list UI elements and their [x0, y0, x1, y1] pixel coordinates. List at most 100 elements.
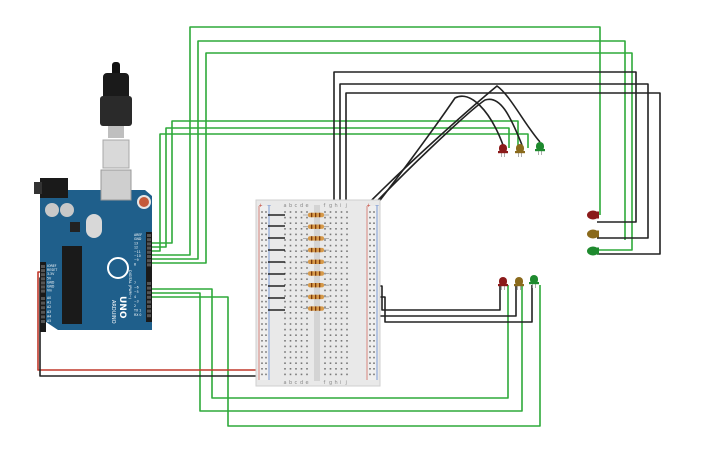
- breadboard-hole[interactable]: [300, 289, 303, 292]
- breadboard-hole[interactable]: [369, 345, 371, 348]
- breadboard-hole[interactable]: [369, 256, 371, 258]
- header-pin[interactable]: [147, 282, 151, 285]
- breadboard-hole[interactable]: [284, 334, 286, 336]
- breadboard-hole[interactable]: [284, 317, 286, 320]
- breadboard-hole[interactable]: [346, 368, 348, 370]
- header-pin[interactable]: [41, 273, 45, 277]
- breadboard-hole[interactable]: [289, 256, 292, 258]
- breadboard-hole[interactable]: [306, 289, 308, 292]
- breadboard-hole[interactable]: [329, 295, 332, 297]
- breadboard-hole[interactable]: [369, 211, 371, 213]
- breadboard-hole[interactable]: [335, 216, 337, 219]
- breadboard-hole[interactable]: [324, 323, 326, 325]
- breadboard-hole[interactable]: [261, 373, 263, 376]
- breadboard-hole[interactable]: [265, 351, 267, 353]
- breadboard-hole[interactable]: [295, 261, 297, 264]
- breadboard-hole[interactable]: [284, 267, 286, 269]
- breadboard-hole[interactable]: [265, 312, 267, 314]
- breadboard-hole[interactable]: [284, 278, 286, 280]
- breadboard-hole[interactable]: [340, 356, 343, 359]
- breadboard-hole[interactable]: [306, 278, 308, 280]
- breadboard-hole[interactable]: [306, 362, 308, 364]
- breadboard-hole[interactable]: [289, 228, 292, 230]
- breadboard-hole[interactable]: [284, 362, 286, 364]
- wire-green-3[interactable]: [152, 52, 633, 264]
- breadboard-hole[interactable]: [346, 239, 348, 241]
- breadboard-hole[interactable]: [295, 289, 297, 292]
- breadboard-hole[interactable]: [295, 323, 297, 325]
- breadboard-hole[interactable]: [340, 351, 343, 353]
- breadboard-hole[interactable]: [373, 233, 375, 236]
- breadboard-hole[interactable]: [261, 261, 263, 264]
- breadboard-hole[interactable]: [340, 345, 343, 348]
- breadboard-hole[interactable]: [295, 373, 297, 376]
- breadboard-hole[interactable]: [369, 267, 371, 269]
- breadboard-hole[interactable]: [306, 306, 308, 308]
- breadboard-hole[interactable]: [373, 328, 375, 331]
- breadboard-hole[interactable]: [346, 228, 348, 230]
- breadboard-hole[interactable]: [329, 356, 332, 359]
- breadboard-hole[interactable]: [261, 216, 263, 219]
- wire-green-1[interactable]: [152, 26, 601, 256]
- wire-black-1[interactable]: [333, 71, 637, 265]
- breadboard-hole[interactable]: [261, 222, 263, 224]
- breadboard-hole[interactable]: [329, 228, 332, 230]
- breadboard-hole[interactable]: [340, 312, 343, 314]
- breadboard-hole[interactable]: [329, 345, 332, 348]
- breadboard-hole[interactable]: [373, 340, 375, 342]
- breadboard-hole[interactable]: [289, 216, 292, 219]
- header-pin[interactable]: [147, 250, 151, 254]
- breadboard-hole[interactable]: [335, 356, 337, 359]
- breadboard-hole[interactable]: [261, 340, 263, 342]
- breadboard-hole[interactable]: [289, 351, 292, 353]
- wire-black-5[interactable]: [347, 98, 523, 233]
- breadboard-hole[interactable]: [284, 356, 286, 359]
- breadboard-hole[interactable]: [289, 368, 292, 370]
- breadboard-hole[interactable]: [369, 295, 371, 297]
- header-pin[interactable]: [147, 300, 151, 304]
- breadboard-hole[interactable]: [306, 216, 308, 219]
- breadboard-hole[interactable]: [265, 261, 267, 264]
- wire-black-2[interactable]: [339, 83, 649, 265]
- breadboard-hole[interactable]: [295, 362, 297, 364]
- breadboard-hole[interactable]: [265, 222, 267, 224]
- breadboard-hole[interactable]: [289, 300, 292, 303]
- breadboard-hole[interactable]: [329, 244, 332, 247]
- breadboard-hole[interactable]: [295, 239, 297, 241]
- breadboard-hole[interactable]: [340, 362, 343, 364]
- breadboard-hole[interactable]: [369, 306, 371, 308]
- breadboard-hole[interactable]: [373, 362, 375, 364]
- breadboard-hole[interactable]: [369, 323, 371, 325]
- breadboard-hole[interactable]: [329, 278, 332, 280]
- breadboard-hole[interactable]: [340, 261, 343, 264]
- breadboard-hole[interactable]: [295, 256, 297, 258]
- breadboard-hole[interactable]: [300, 295, 303, 297]
- breadboard-hole[interactable]: [324, 295, 326, 297]
- breadboard-hole[interactable]: [289, 334, 292, 336]
- breadboard-hole[interactable]: [346, 267, 348, 269]
- breadboard-hole[interactable]: [373, 373, 375, 376]
- breadboard-hole[interactable]: [306, 317, 308, 320]
- wire-green-8[interactable]: [152, 285, 523, 412]
- breadboard-hole[interactable]: [265, 328, 267, 331]
- led-green[interactable]: [536, 142, 544, 151]
- breadboard-hole[interactable]: [346, 317, 348, 320]
- breadboard-hole[interactable]: [340, 334, 343, 336]
- breadboard-hole[interactable]: [265, 256, 267, 258]
- breadboard-hole[interactable]: [324, 351, 326, 353]
- breadboard-hole[interactable]: [324, 289, 326, 292]
- breadboard-hole[interactable]: [329, 368, 332, 370]
- breadboard-hole[interactable]: [261, 272, 263, 275]
- breadboard-hole[interactable]: [261, 312, 263, 314]
- breadboard-hole[interactable]: [306, 250, 308, 252]
- breadboard-hole[interactable]: [295, 244, 297, 247]
- breadboard-hole[interactable]: [340, 368, 343, 370]
- breadboard-hole[interactable]: [335, 328, 337, 331]
- breadboard-hole[interactable]: [306, 323, 308, 325]
- breadboard-hole[interactable]: [335, 211, 337, 213]
- breadboard-hole[interactable]: [373, 250, 375, 252]
- breadboard-hole[interactable]: [284, 228, 286, 230]
- breadboard-hole[interactable]: [369, 362, 371, 364]
- header-pin[interactable]: [147, 234, 151, 237]
